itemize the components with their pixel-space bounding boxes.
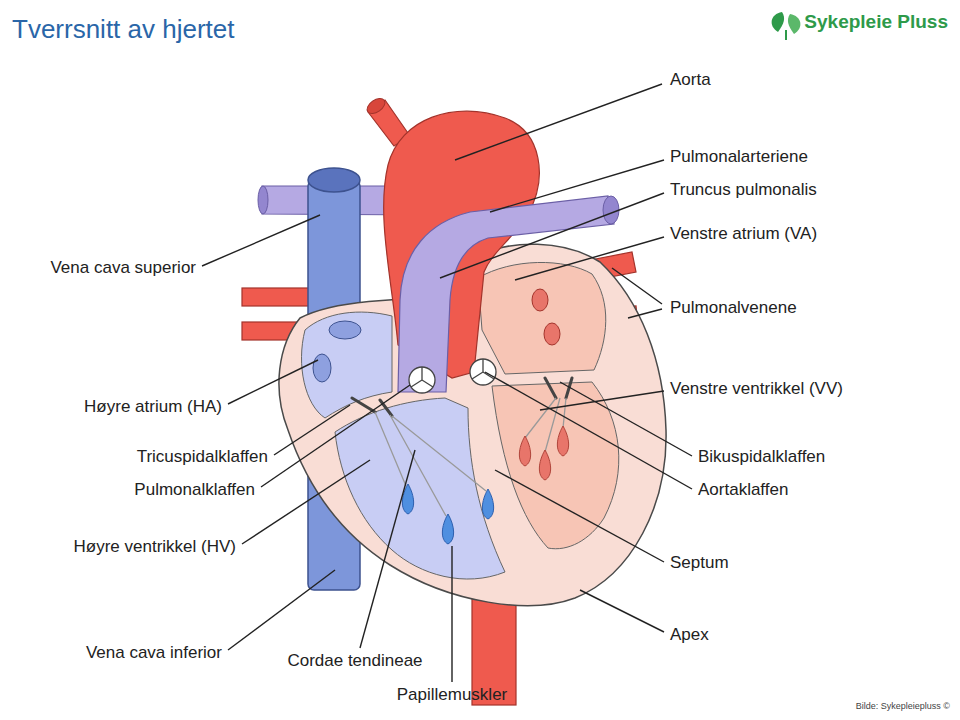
logo-text: Sykepleie Pluss bbox=[804, 11, 948, 34]
right-ventricle bbox=[335, 398, 505, 579]
part-label: Vena cava superior bbox=[50, 258, 196, 278]
logo-icon bbox=[772, 12, 801, 40]
part-label: Apex bbox=[670, 625, 709, 645]
part-label: Tricuspidalklaffen bbox=[137, 447, 268, 467]
part-label: Pulmonalklaffen bbox=[134, 480, 255, 500]
part-label: Høyre ventrikkel (HV) bbox=[74, 537, 236, 557]
vessel-cap bbox=[308, 168, 360, 192]
vessel-cap bbox=[603, 196, 619, 224]
part-label: Aortaklaffen bbox=[698, 480, 788, 500]
credit-note: Bilde: Sykepleiepluss © bbox=[856, 701, 950, 712]
vessel-cap bbox=[364, 95, 387, 116]
part-label: Septum bbox=[670, 553, 729, 573]
leader-lines bbox=[202, 84, 692, 682]
vein-opening bbox=[532, 289, 548, 311]
left-atrium bbox=[478, 262, 606, 374]
vein-opening bbox=[313, 354, 331, 382]
part-label: Pulmonalarteriene bbox=[670, 147, 808, 167]
diagram-title: Tverrsnitt av hjertet bbox=[12, 14, 235, 45]
part-label: Vena cava inferior bbox=[86, 643, 222, 663]
part-label: Truncus pulmonalis bbox=[670, 180, 817, 200]
papillary-muscles bbox=[402, 484, 493, 544]
vessel-cap bbox=[258, 186, 268, 214]
part-label: Bikuspidalklaffen bbox=[698, 447, 825, 467]
part-label: Venstre ventrikkel (VV) bbox=[670, 379, 843, 399]
part-label: Aorta bbox=[670, 70, 711, 90]
right-atrium bbox=[302, 312, 392, 418]
valves bbox=[352, 359, 572, 416]
part-label: Pulmonalvenene bbox=[670, 298, 797, 318]
pulmonary-trunk bbox=[398, 196, 614, 392]
part-label: Papillemuskler bbox=[397, 685, 508, 705]
vein-opening bbox=[329, 321, 361, 339]
part-label: Venstre atrium (VA) bbox=[670, 224, 817, 244]
papillary-muscles bbox=[519, 426, 568, 480]
chordae bbox=[375, 398, 566, 516]
part-label: Høyre atrium (HA) bbox=[84, 397, 222, 417]
vein-opening bbox=[544, 323, 560, 345]
part-label: Cordae tendineae bbox=[287, 651, 422, 671]
